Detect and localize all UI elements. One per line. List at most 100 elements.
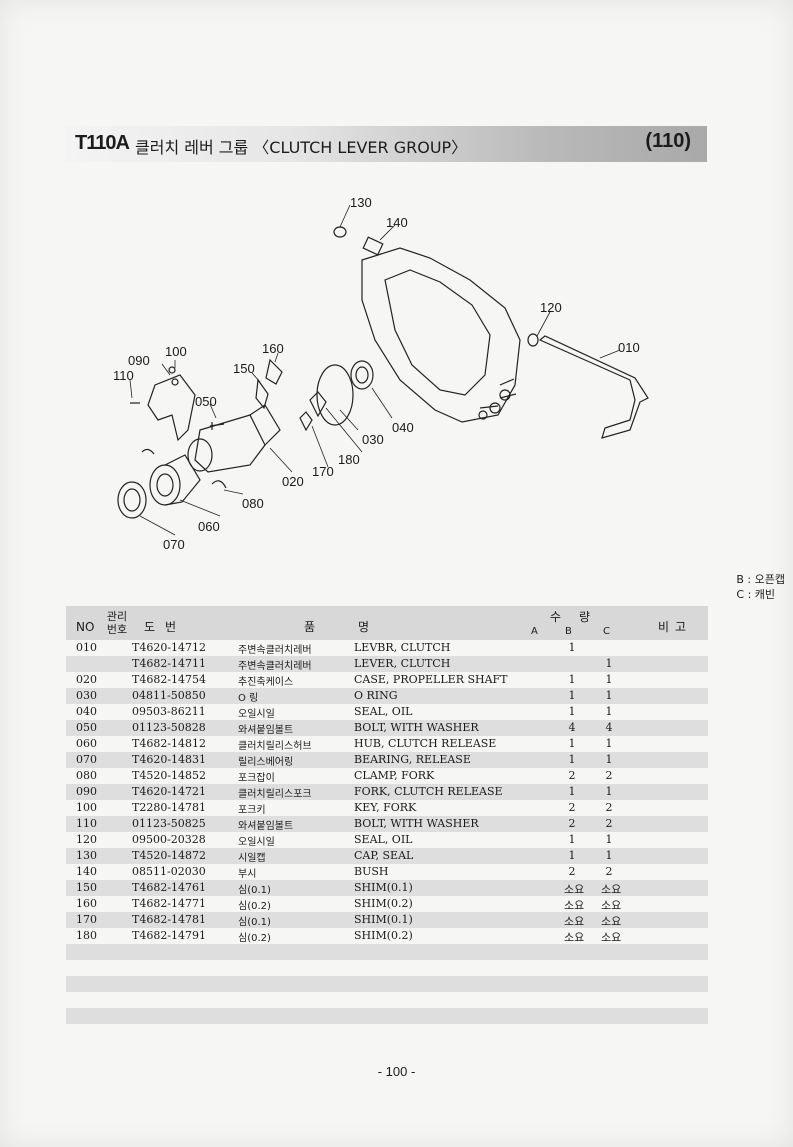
- cell-part: T4620-14712: [132, 641, 207, 654]
- callout-060: 060: [198, 519, 220, 534]
- cell-part: T4520-14872: [132, 849, 207, 862]
- cell-part: 01123-50825: [132, 817, 206, 830]
- cell-ename: SHIM(0.1): [354, 913, 413, 926]
- cell-no: 150: [76, 881, 97, 894]
- callout-150: 150: [233, 361, 255, 376]
- cell-ename: O RING: [354, 689, 398, 702]
- cell-part: T2280-14781: [132, 801, 207, 814]
- model-code: T110A: [75, 132, 130, 154]
- shim-160: [265, 358, 283, 385]
- clutch-release-hub: [149, 464, 181, 506]
- cell-kname: O 링: [238, 693, 259, 704]
- cell-kname: 추진축케이스: [238, 677, 294, 688]
- housing-bosses: [479, 378, 517, 409]
- cell-no: 100: [76, 801, 97, 814]
- shim-150: [255, 378, 269, 410]
- cell-no: 090: [76, 785, 97, 798]
- cell-kname: 주변속클러치레버: [238, 661, 312, 672]
- cell-no: 040: [76, 705, 97, 718]
- header-part-no: 도번: [144, 620, 187, 634]
- cell-b: 1: [568, 737, 576, 750]
- cell-kname: 오일시일: [238, 709, 275, 720]
- cell-no: 120: [76, 833, 97, 846]
- cell-kname: 포크잡이: [238, 773, 275, 784]
- cell-no: 050: [76, 721, 97, 734]
- exploded-diagram: 130 140 120 010 160 150 100 090 110 050 …: [100, 190, 680, 560]
- legend-c: C : 캐빈: [736, 588, 776, 601]
- cell-no: 070: [76, 753, 97, 766]
- release-bearing: [117, 481, 147, 519]
- oil-seal-120: [527, 333, 539, 347]
- callout-030: 030: [362, 432, 384, 447]
- cell-c: 1: [605, 849, 613, 862]
- cell-kname: 오일시일: [238, 837, 275, 848]
- cell-c: 1: [605, 689, 613, 702]
- callout-170: 170: [312, 464, 334, 479]
- cell-kname: 부시: [238, 869, 257, 880]
- release-fork: [147, 374, 196, 442]
- table-header: NO 관리 번호 도번 품 명 수량 A B C 비고: [66, 606, 708, 640]
- cell-no: 180: [76, 929, 97, 942]
- cell-kname: 심(0.1): [238, 917, 271, 928]
- cell-ename: KEY, FORK: [354, 801, 417, 814]
- header-c: C: [603, 626, 610, 637]
- cell-ename: FORK, CLUTCH RELEASE: [354, 785, 503, 798]
- cell-kname: 시일캡: [238, 853, 266, 864]
- cell-c: 소요: [601, 915, 622, 928]
- oil-seal-040: [350, 360, 374, 390]
- cell-part: T4682-14791: [132, 929, 207, 942]
- empty-row: [66, 1024, 708, 1040]
- callout-040: 040: [392, 420, 414, 435]
- cell-no: 020: [76, 673, 97, 686]
- cell-c: 2: [605, 817, 613, 830]
- fork-clamp: [141, 448, 227, 489]
- table-row: 020 T4682-14754 추진축케이스 CASE, PROPELLER SHAF…: [66, 672, 708, 688]
- cell-b: 소요: [564, 883, 585, 896]
- cell-ename: LEVBR, CLUTCH: [354, 641, 451, 654]
- cell-ename: SHIM(0.2): [354, 929, 413, 942]
- housing-outline: [361, 247, 521, 423]
- release-hub: [194, 414, 266, 473]
- cell-ename: HUB, CLUTCH RELEASE: [354, 737, 497, 750]
- header-no: NO: [76, 620, 95, 634]
- cell-part: 08511-02030: [132, 865, 206, 878]
- bolt-050: [209, 422, 225, 430]
- cell-part: T4682-14771: [132, 897, 207, 910]
- o-ring: [316, 364, 354, 426]
- housing-inner: [384, 269, 491, 396]
- cell-kname: 클러치릴리스허브: [238, 741, 312, 752]
- cell-c: 소요: [601, 883, 622, 896]
- header-b: B: [565, 626, 572, 637]
- cell-b: 4: [568, 721, 576, 734]
- callout-100: 100: [165, 344, 187, 359]
- empty-row: [66, 960, 708, 976]
- cell-b: 1: [568, 689, 576, 702]
- cell-b: 1: [568, 753, 576, 766]
- callout-020: 020: [282, 474, 304, 489]
- cell-b: 1: [568, 785, 576, 798]
- cell-c: 1: [605, 673, 613, 686]
- cell-ename: SHIM(0.2): [354, 897, 413, 910]
- group-code: (110): [645, 130, 691, 152]
- cell-ename: BOLT, WITH WASHER: [354, 721, 479, 734]
- cell-kname: 클러치릴리스포크: [238, 789, 312, 800]
- cell-ename: BOLT, WITH WASHER: [354, 817, 479, 830]
- cell-ename: SEAL, OIL: [354, 705, 413, 718]
- group-title: 클러치 레버 그룹 〈CLUTCH LEVER GROUP〉: [135, 138, 468, 157]
- cell-b: 2: [568, 801, 576, 814]
- cell-part: T4520-14852: [132, 769, 207, 782]
- cell-b: 1: [568, 833, 576, 846]
- cell-part: T4682-14754: [132, 673, 207, 686]
- cell-ename: CASE, PROPELLER SHAFT: [354, 673, 508, 686]
- callout-050: 050: [195, 394, 217, 409]
- callout-070: 070: [163, 537, 185, 552]
- cell-ename: LEVER, CLUTCH: [354, 657, 451, 670]
- cell-no: 170: [76, 913, 97, 926]
- legend: B : 오픈캡 C : 캐빈: [736, 572, 785, 602]
